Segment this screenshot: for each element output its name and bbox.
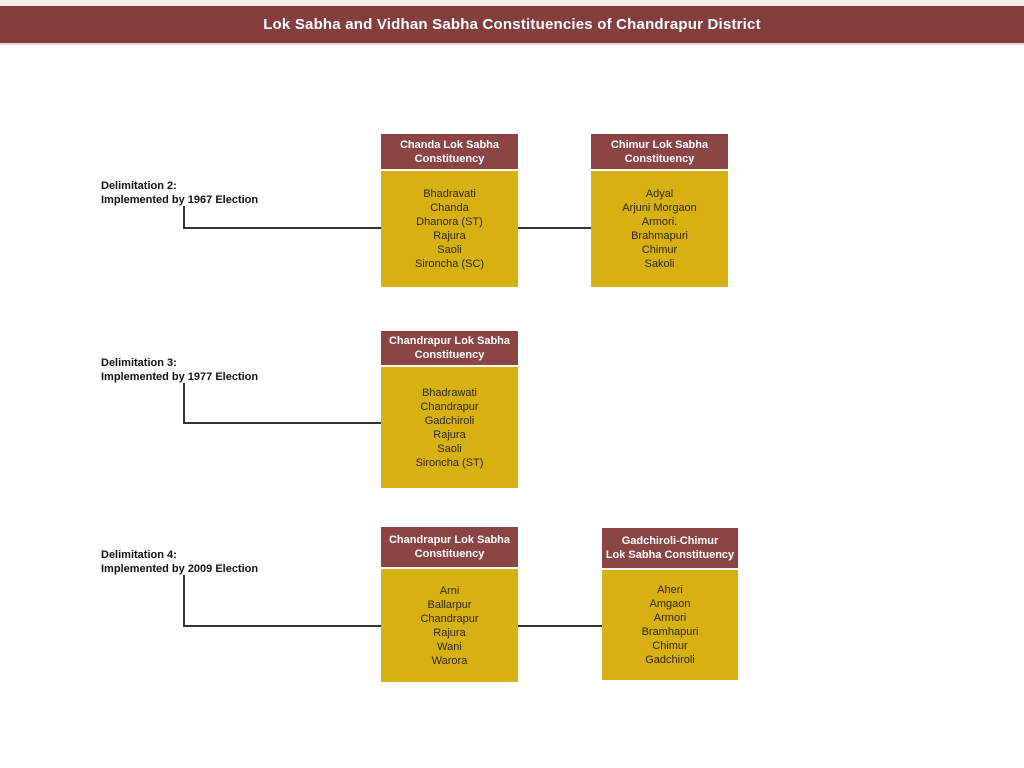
constituency-box-chandrapur-1977: Chandrapur Lok Sabha Constituency Bhadra… bbox=[381, 331, 518, 488]
connector-line bbox=[183, 575, 185, 627]
list-item: Amgaon bbox=[649, 598, 691, 610]
connector-line bbox=[183, 227, 381, 229]
connector-line bbox=[183, 625, 381, 627]
delimitation-4-label: Delimitation 4: Implemented by 2009 Elec… bbox=[101, 549, 259, 575]
list-item: Rajura bbox=[433, 428, 466, 441]
list-item: Aheri bbox=[657, 584, 683, 596]
list-item: Dhanora (ST) bbox=[416, 216, 483, 228]
constituency-box-header: Chanda Lok Sabha Constituency bbox=[381, 134, 518, 169]
list-item: Bhadrawati bbox=[421, 386, 478, 399]
list-item: Saoli bbox=[437, 442, 462, 455]
constituency-box-gadchiroli-chimur: Gadchiroli-Chimur Lok Sabha Constituency… bbox=[602, 528, 738, 680]
list-item: Arni bbox=[439, 584, 460, 597]
connector-line bbox=[518, 625, 602, 627]
list-item: Arjuni Morgaon bbox=[622, 202, 697, 214]
connector-line bbox=[183, 206, 185, 229]
list-item: Chimur bbox=[641, 244, 678, 256]
list-item: Rajura bbox=[433, 626, 466, 639]
list-item: Bramhapuri bbox=[641, 626, 699, 638]
connector-line bbox=[183, 383, 185, 424]
list-item: Chanda bbox=[430, 202, 469, 214]
constituency-box-header: Gadchiroli-Chimur Lok Sabha Constituency bbox=[602, 528, 738, 568]
page-title: Lok Sabha and Vidhan Sabha Constituencie… bbox=[263, 16, 761, 33]
constituency-box-chanda: Chanda Lok Sabha Constituency Bhadravati… bbox=[381, 134, 518, 287]
list-item: Rajura bbox=[433, 230, 466, 242]
list-item: Sironcha (ST) bbox=[415, 456, 484, 469]
list-item: Ballarpur bbox=[427, 598, 472, 611]
constituency-box-header: Chimur Lok Sabha Constituency bbox=[591, 134, 728, 169]
list-item: Gadchiroli bbox=[645, 654, 695, 666]
top-strip bbox=[0, 0, 1024, 6]
constituency-box-header: Chandrapur Lok Sabha Constituency bbox=[381, 331, 518, 365]
connector-line bbox=[183, 422, 381, 424]
list-item: Chandrapur bbox=[420, 612, 479, 625]
list-item: Bhadravati bbox=[423, 188, 476, 200]
list-item: Saoli bbox=[437, 244, 462, 256]
list-item: Sakoli bbox=[644, 258, 675, 270]
list-item: Armori bbox=[653, 612, 687, 624]
list-item: Warora bbox=[431, 654, 468, 667]
delimitation-2-label: Delimitation 2: Implemented by 1967 Elec… bbox=[101, 180, 259, 206]
list-item: Chandrapur bbox=[420, 400, 479, 413]
list-item: Armori. bbox=[641, 216, 678, 228]
list-item: Adyal bbox=[645, 188, 674, 200]
title-banner: Lok Sabha and Vidhan Sabha Constituencie… bbox=[0, 6, 1024, 45]
connector-line bbox=[518, 227, 591, 229]
list-item: Wani bbox=[437, 640, 462, 653]
list-item: Gadchiroli bbox=[424, 414, 475, 427]
constituency-box-header: Chandrapur Lok Sabha Constituency bbox=[381, 527, 518, 567]
delimitation-3-label: Delimitation 3: Implemented by 1977 Elec… bbox=[101, 357, 259, 383]
list-item: Chimur bbox=[652, 640, 688, 652]
list-item: Brahmapuri bbox=[631, 230, 688, 242]
list-item: Sironcha (SC) bbox=[414, 258, 485, 270]
